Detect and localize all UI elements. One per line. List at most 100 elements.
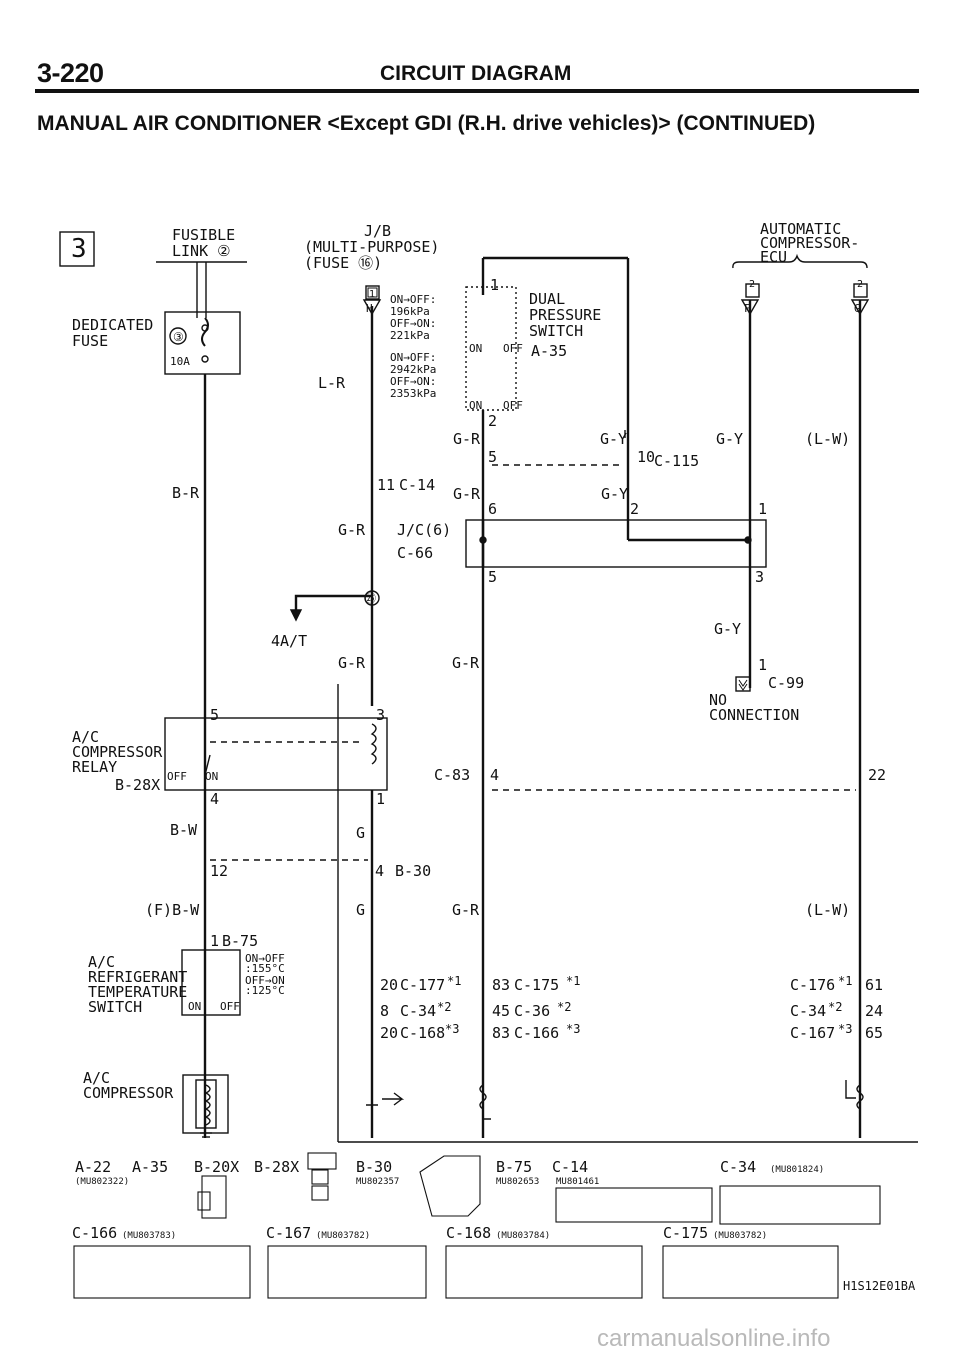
note-3-b: *3: [566, 1022, 580, 1036]
bottom-c175: C-175: [663, 1224, 708, 1242]
relay-connector: B-28X: [115, 776, 160, 794]
diagram-subtitle: MANUAL AIR CONDITIONER <Except GDI (R.H.…: [37, 112, 816, 135]
wire-gy-2: G-Y: [601, 485, 628, 503]
pin-5-relay: 5: [210, 706, 219, 724]
bottom-c14: C-14: [552, 1158, 588, 1176]
bottom-mu-b75: MU802653: [496, 1177, 539, 1187]
watermark: carmanualsonline.info: [597, 1325, 831, 1352]
dps-low-off-on-value: 221kPa: [390, 329, 430, 342]
wire-gr-2: G-R: [453, 485, 481, 503]
pin-11-c14: 11: [377, 476, 395, 494]
pin-h-marker: [362, 299, 382, 316]
conn-c175: C-175: [514, 976, 559, 994]
relay-label-3: RELAY: [72, 758, 117, 776]
ecu-label-3: ECU: [760, 248, 787, 266]
wire-br: B-R: [172, 484, 200, 502]
conn-c177: C-177: [400, 976, 445, 994]
wire-gy-1: G-Y: [600, 430, 627, 448]
jb-label-3: (FUSE ⑯): [304, 254, 382, 272]
dual-pressure-switch-box: [465, 286, 517, 411]
conn-c168: C-168: [400, 1024, 445, 1042]
pin-1-c99: 1: [758, 656, 767, 674]
note-2-a: *2: [437, 1000, 451, 1014]
refrig-label-3: TEMPERATURE: [88, 983, 187, 1001]
wire-gr-5: G-R: [452, 654, 480, 672]
relay-on: ON: [205, 770, 218, 783]
wire-gr-3: G-R: [338, 521, 366, 539]
pin-2-dps: 2: [488, 412, 497, 430]
fusible-link-label-1: FUSIBLE: [172, 226, 235, 244]
conn-c66: C-66: [397, 544, 433, 562]
dps-label-1: DUAL: [529, 290, 565, 308]
dps-off-high: OFF: [503, 399, 523, 412]
pin-83-c175: 83: [492, 976, 510, 994]
pin-45-c36: 45: [492, 1002, 510, 1020]
conn-c34-a: C-34: [400, 1002, 436, 1020]
header-rule: [35, 89, 919, 93]
compressor-label-1: A/C: [83, 1069, 110, 1087]
bottom-a22: A-22: [75, 1158, 111, 1176]
fuse-number: ③: [173, 330, 184, 344]
dedicated-fuse-label-2: FUSE: [72, 332, 108, 350]
pin-4-relay: 4: [210, 790, 219, 808]
no-connection-2: CONNECTION: [709, 706, 799, 724]
section-title: CIRCUIT DIAGRAM: [380, 62, 572, 85]
note-1-a: *1: [447, 974, 461, 988]
pin-3-relay: 3: [376, 706, 385, 724]
note-3-a: *3: [445, 1022, 459, 1036]
dps-low-on-off: ON→OFF:: [390, 293, 436, 306]
page-number: 3-220: [37, 58, 104, 88]
refrig-spec-1: ON→OFF: [245, 952, 285, 965]
bottom-a35: A-35: [132, 1158, 168, 1176]
bottom-c168: C-168: [446, 1224, 491, 1242]
bottom-mu-c175: (MU803782): [713, 1231, 767, 1241]
bottom-mu-c14: MU801461: [556, 1177, 599, 1187]
conn-c36: C-36: [514, 1002, 550, 1020]
ecu-pin-box-label-2: 2: [857, 279, 863, 290]
sheet-number-box: [59, 231, 95, 267]
refrig-spec-2: :155°C: [245, 962, 285, 975]
pin-4-b30: 4: [375, 862, 384, 880]
dedicated-fuse-label-1: DEDICATED: [72, 316, 153, 334]
dps-on-high: ON: [469, 399, 482, 412]
bottom-mu-c34: (MU801824): [770, 1165, 824, 1175]
wire-gr-4: G-R: [338, 654, 366, 672]
bottom-mu-c167: (MU803782): [316, 1231, 370, 1241]
dps-low-off-on: OFF→ON:: [390, 317, 436, 330]
dps-high-on-off: ON→OFF:: [390, 351, 436, 364]
compressor-label-2: COMPRESSOR: [83, 1084, 174, 1102]
conn-c99: C-99: [768, 674, 804, 692]
bottom-b20x: B-20X: [194, 1158, 239, 1176]
fusible-link-label-2: LINK ②: [172, 242, 231, 260]
pin-g: G: [854, 302, 861, 315]
note-2-b: *2: [557, 1000, 571, 1014]
wire-gy-4: G-Y: [714, 620, 741, 638]
fuse-number-circle: [169, 327, 187, 345]
note-1-c: *1: [838, 974, 852, 988]
pin-22-c83: 22: [868, 766, 886, 784]
ecu-label-2: COMPRESSOR-: [760, 234, 859, 252]
wire-bw: B-W: [170, 821, 198, 839]
pin-6-jc: 6: [488, 500, 497, 518]
pin-65: 65: [865, 1024, 883, 1042]
pin-8-c34: 8: [380, 1002, 389, 1020]
bottom-b30: B-30: [356, 1158, 392, 1176]
conn-c115: C-115: [654, 452, 699, 470]
dps-high-on-off-value: 2942kPa: [390, 363, 436, 376]
refrig-label-2: REFRIGERANT: [88, 968, 187, 986]
jb-fuse-box-icon: [365, 285, 380, 300]
ecu-label-1: AUTOMATIC: [760, 220, 841, 238]
refrig-spec-3: OFF→ON: [245, 974, 285, 987]
pin-h: H: [366, 302, 373, 315]
relay-off: OFF: [167, 770, 187, 783]
wire-at: 4A/T: [271, 632, 307, 650]
pin-25-splice: ㉕: [365, 592, 376, 605]
dedicated-fuse-box: [164, 311, 241, 375]
conn-c34-b: C-34: [790, 1002, 826, 1020]
wire-fbw: (F)B-W: [145, 901, 200, 919]
relay-box: [164, 717, 388, 791]
jb-box-label: 1: [369, 289, 375, 300]
wire-gy-3: G-Y: [716, 430, 743, 448]
wire-gr-1: G-R: [453, 430, 481, 448]
